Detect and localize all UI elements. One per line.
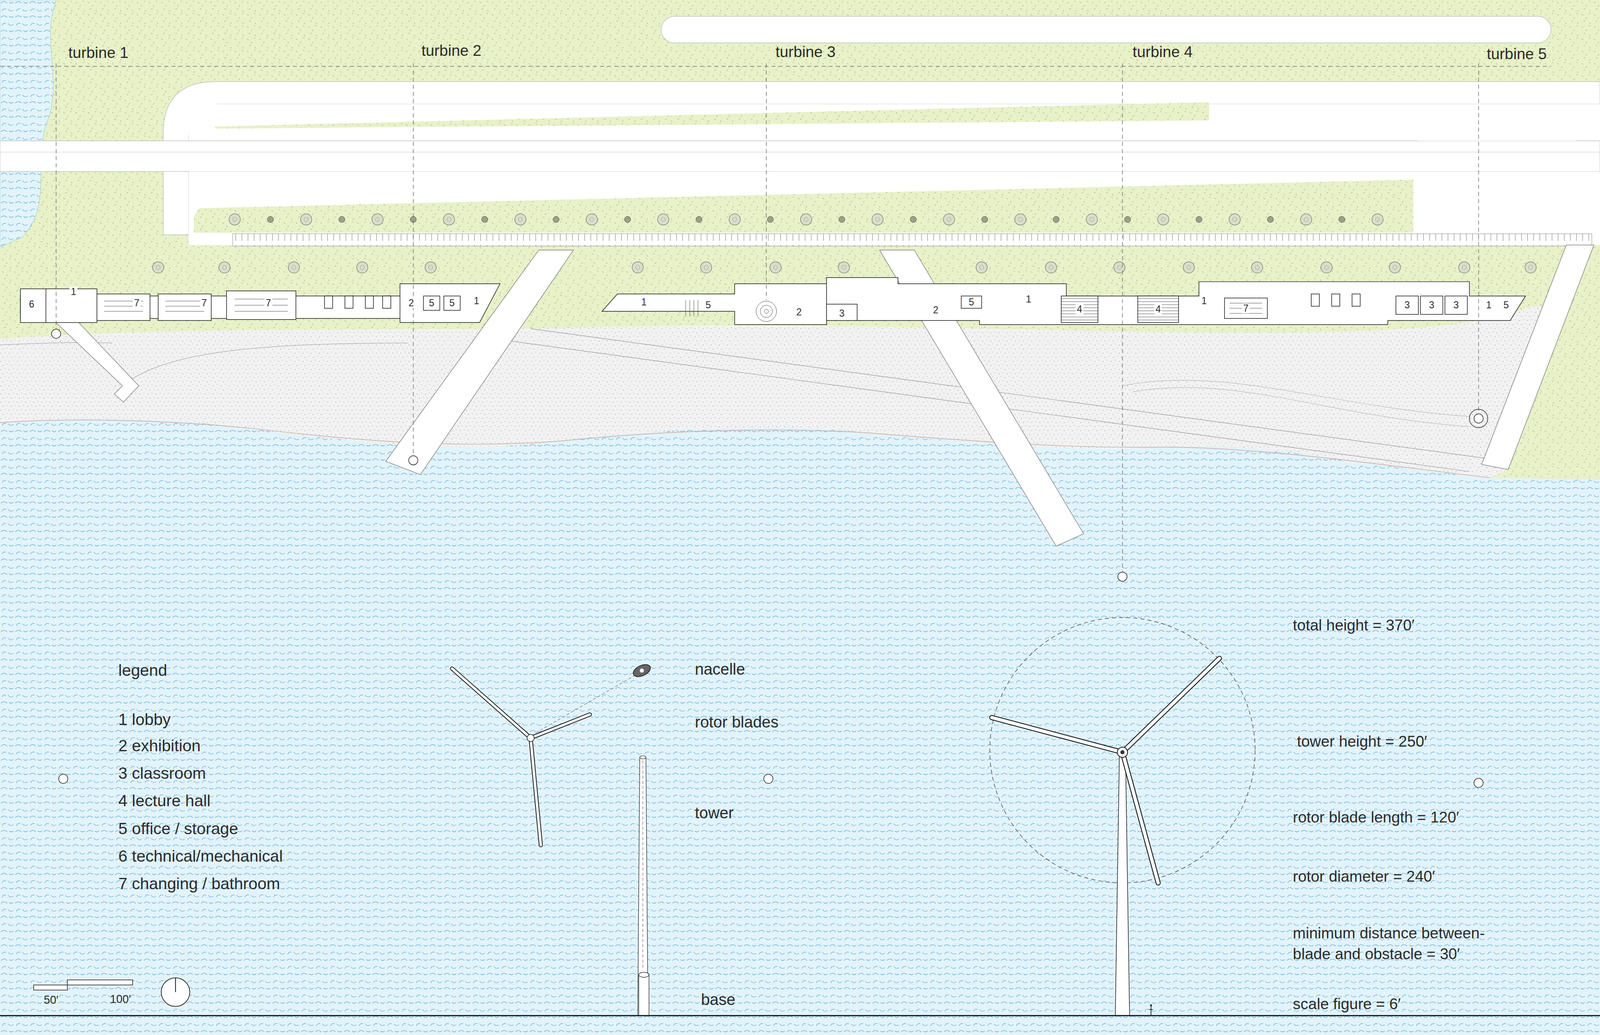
room-number: 1 (1485, 300, 1493, 310)
room-number: 1 (472, 295, 481, 306)
legend-title: legend (118, 660, 168, 681)
legend-item: 4 lecture hall (118, 791, 211, 811)
dimension-note: tower height = 250′ (1297, 732, 1428, 751)
dimension-note: total height = 370′ (1292, 616, 1415, 635)
room-number: 7 (200, 297, 208, 308)
dimension-note: rotor blade length = 120′ (1292, 807, 1460, 827)
legend-item: 7 changing / bathroom (118, 873, 280, 894)
part-label: nacelle (695, 660, 745, 680)
room-number: 5 (1502, 300, 1510, 310)
room-number: 1 (640, 297, 648, 308)
legend-item: 3 classroom (118, 763, 206, 784)
room-number: 4 (1075, 304, 1084, 315)
room-number: 1 (69, 286, 78, 297)
legend-item: 5 office / storage (118, 818, 239, 839)
room-number: 2 (795, 307, 803, 318)
dimension-note: rotor diameter = 240′ (1292, 867, 1435, 886)
dimension-note: scale figure = 6′ (1292, 995, 1401, 1014)
room-number: 3 (837, 308, 846, 319)
room-number: 5 (447, 297, 456, 308)
legend-item: 6 technical/mechanical (118, 846, 283, 866)
room-number: 7 (1242, 303, 1250, 314)
room-number: 7 (264, 297, 273, 308)
room-number: 3 (1427, 300, 1436, 310)
part-label: tower (695, 803, 734, 823)
legend-item: 1 lobby (118, 709, 171, 730)
room-number: 3 (1403, 300, 1412, 310)
scale-label: 100′ (110, 992, 131, 1006)
room-number: 1 (1200, 295, 1208, 306)
turbine-label: turbine 4 (1132, 42, 1193, 62)
part-label: base (700, 990, 735, 1010)
room-number: 5 (967, 297, 976, 308)
room-number: 1 (1024, 293, 1033, 304)
room-number: 7 (132, 297, 141, 308)
legend-item: 2 exhibition (118, 736, 201, 756)
room-number: 2 (931, 305, 940, 315)
part-label: rotor blades (695, 712, 779, 733)
room-number: 6 (27, 299, 36, 310)
room-number: 5 (427, 297, 436, 308)
room-number: 2 (407, 297, 416, 308)
dimension-note: minimum distance between- blade and obst… (1292, 922, 1502, 965)
room-number: 5 (704, 300, 713, 310)
turbine-label: turbine 3 (775, 42, 836, 62)
scale-label: 50′ (43, 993, 59, 1007)
turbine-label: turbine 2 (421, 41, 482, 60)
turbine-label: turbine 1 (68, 43, 129, 63)
room-number: 4 (1154, 304, 1163, 315)
turbine-label: turbine 5 (1486, 45, 1547, 64)
room-number: 3 (1452, 300, 1460, 310)
